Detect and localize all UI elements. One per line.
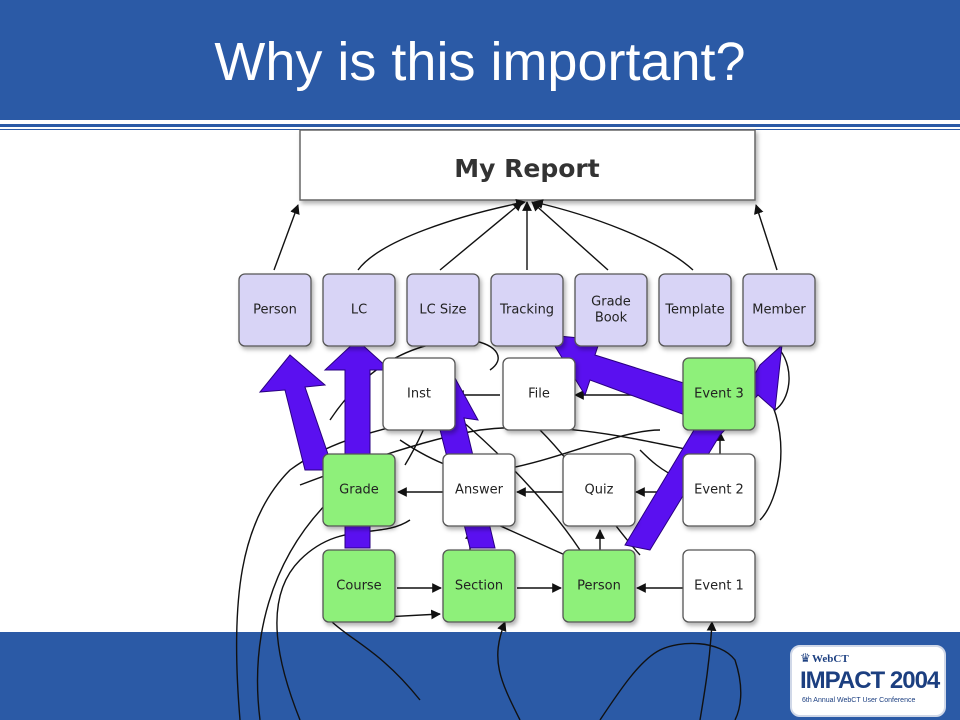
node-label: Quiz	[585, 483, 614, 498]
node-label: Course	[336, 579, 381, 594]
slide-title: Why is this important?	[214, 32, 746, 92]
node-file: File	[502, 357, 576, 431]
node-label: Grade	[339, 483, 379, 498]
node-label: Person	[577, 579, 621, 594]
node-person-bottom: Person	[562, 549, 636, 623]
node-course: Course	[322, 549, 396, 623]
title-rule	[0, 124, 960, 127]
edge	[531, 201, 609, 271]
node-grade: Grade	[322, 453, 396, 527]
edge	[273, 204, 300, 271]
edge	[256, 499, 331, 720]
edge	[533, 199, 694, 271]
node-label: Tracking	[499, 303, 554, 318]
node-lc-size: LC Size	[406, 273, 480, 347]
edge	[754, 204, 778, 271]
edge	[497, 621, 521, 720]
highlight-arrow	[258, 354, 331, 471]
my-report-label: My Report	[454, 154, 599, 183]
node-quiz: Quiz	[562, 453, 636, 527]
edge	[599, 642, 742, 720]
edge	[699, 621, 717, 720]
node-label: Member	[752, 303, 806, 318]
node-label: Event 3	[694, 387, 744, 402]
impact-2004-logo: ♛ WebCT IMPACT 2004 6th Annual WebCT Use…	[790, 645, 946, 717]
node-template: Template	[658, 273, 732, 347]
node-person-top: Person	[238, 273, 312, 347]
node-event1: Event 1	[682, 549, 756, 623]
node-inst: Inst	[382, 357, 456, 431]
node-label: Grade	[591, 295, 631, 310]
node-answer: Answer	[442, 453, 516, 527]
node-label: Answer	[455, 483, 504, 498]
node-label: Inst	[407, 387, 431, 402]
edge	[235, 419, 421, 720]
node-label: Person	[253, 303, 297, 318]
node-event2: Event 2	[682, 453, 756, 527]
logo-brand: WebCT	[812, 653, 849, 665]
node-event3: Event 3	[682, 357, 756, 431]
node-label: LC	[351, 303, 367, 318]
edge	[454, 414, 581, 551]
edge	[759, 399, 782, 521]
node-label: File	[528, 387, 550, 402]
node-label: LC Size	[419, 303, 466, 318]
edge	[328, 609, 441, 701]
node-label: Event 1	[694, 579, 744, 594]
logo-event: IMPACT 2004	[800, 667, 940, 694]
node-member: Member	[742, 273, 816, 347]
title-bar	[0, 0, 960, 120]
node-label: Section	[455, 579, 503, 594]
webct-mark-icon: ♛	[800, 651, 811, 665]
node-label: Book	[595, 311, 628, 326]
node-tracking: Tracking	[490, 273, 564, 347]
edge	[774, 349, 790, 411]
node-label: Event 2	[694, 483, 744, 498]
node-label: Template	[664, 303, 724, 318]
logo-subtitle: 6th Annual WebCT User Conference	[802, 697, 916, 704]
node-section: Section	[442, 549, 516, 623]
edge	[357, 198, 526, 271]
my-report-box: My Report	[299, 129, 756, 201]
edge	[439, 201, 523, 271]
node-lc: LC	[322, 273, 396, 347]
edge	[276, 519, 411, 720]
